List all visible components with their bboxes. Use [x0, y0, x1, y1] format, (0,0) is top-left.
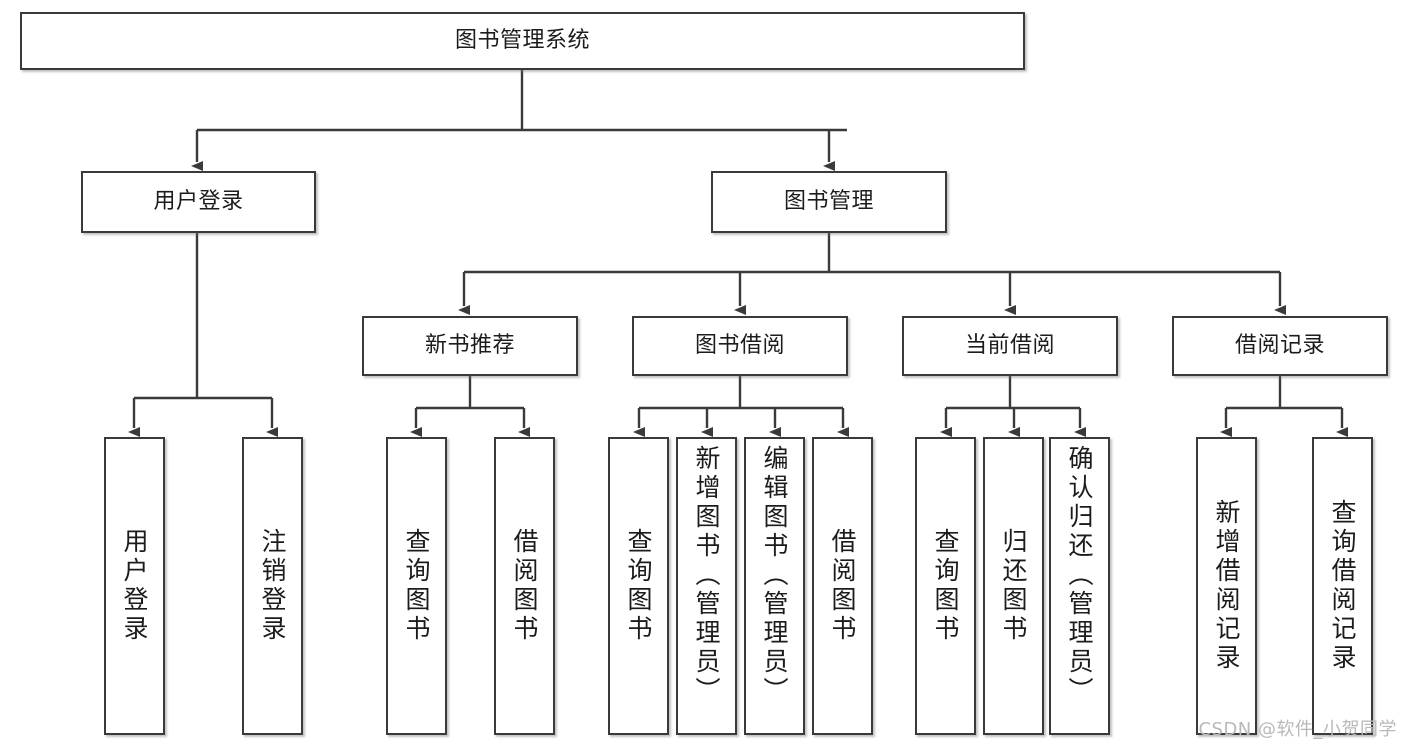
node-book-manage[interactable]: 图书管理	[711, 171, 947, 233]
node-leaf-query-book-3-label: 查询图书	[931, 528, 960, 644]
node-leaf-query-book-2-label: 查询图书	[624, 528, 653, 644]
node-leaf-borrow-book-2[interactable]: 借阅图书	[812, 437, 873, 735]
node-leaf-borrow-book-1-label: 借阅图书	[510, 528, 539, 644]
node-leaf-query-book-3[interactable]: 查询图书	[915, 437, 976, 735]
node-leaf-return-book-label: 归还图书	[999, 528, 1028, 644]
node-root-label: 图书管理系统	[454, 28, 590, 54]
node-leaf-borrow-book-1[interactable]: 借阅图书	[494, 437, 555, 735]
node-leaf-query-book-2[interactable]: 查询图书	[608, 437, 669, 735]
node-leaf-query-record-label: 查询借阅记录	[1328, 499, 1357, 673]
node-current-borrow[interactable]: 当前借阅	[902, 316, 1118, 376]
node-book-borrow[interactable]: 图书借阅	[632, 316, 848, 376]
node-book-manage-label: 图书管理	[783, 189, 874, 215]
node-leaf-user-login-label: 用户登录	[120, 528, 149, 644]
node-leaf-borrow-book-2-label: 借阅图书	[828, 528, 857, 644]
node-leaf-user-login[interactable]: 用户登录	[104, 437, 165, 735]
node-leaf-confirm-return[interactable]: 确认归还（管理员）	[1049, 437, 1110, 735]
node-leaf-query-record[interactable]: 查询借阅记录	[1312, 437, 1373, 735]
node-leaf-query-book-1[interactable]: 查询图书	[386, 437, 447, 735]
node-root[interactable]: 图书管理系统	[20, 12, 1025, 70]
node-leaf-edit-book[interactable]: 编辑图书（管理员）	[744, 437, 805, 735]
node-leaf-add-record[interactable]: 新增借阅记录	[1196, 437, 1257, 735]
node-leaf-logout[interactable]: 注销登录	[242, 437, 303, 735]
node-current-borrow-label: 当前借阅	[964, 333, 1055, 359]
node-leaf-edit-book-label: 编辑图书（管理员）	[760, 445, 789, 706]
node-borrow-record[interactable]: 借阅记录	[1172, 316, 1388, 376]
node-user-login-label: 用户登录	[153, 189, 244, 215]
node-leaf-logout-label: 注销登录	[258, 528, 287, 644]
node-new-book-recommend[interactable]: 新书推荐	[362, 316, 578, 376]
node-leaf-confirm-return-label: 确认归还（管理员）	[1065, 445, 1094, 706]
node-leaf-add-book-label: 新增图书（管理员）	[692, 445, 721, 706]
node-new-book-recommend-label: 新书推荐	[424, 333, 515, 359]
node-borrow-record-label: 借阅记录	[1234, 333, 1325, 359]
node-leaf-query-book-1-label: 查询图书	[402, 528, 431, 644]
node-leaf-add-record-label: 新增借阅记录	[1212, 499, 1241, 673]
node-leaf-add-book[interactable]: 新增图书（管理员）	[676, 437, 737, 735]
node-book-borrow-label: 图书借阅	[694, 333, 785, 359]
node-leaf-return-book[interactable]: 归还图书	[983, 437, 1044, 735]
node-user-login[interactable]: 用户登录	[81, 171, 316, 233]
